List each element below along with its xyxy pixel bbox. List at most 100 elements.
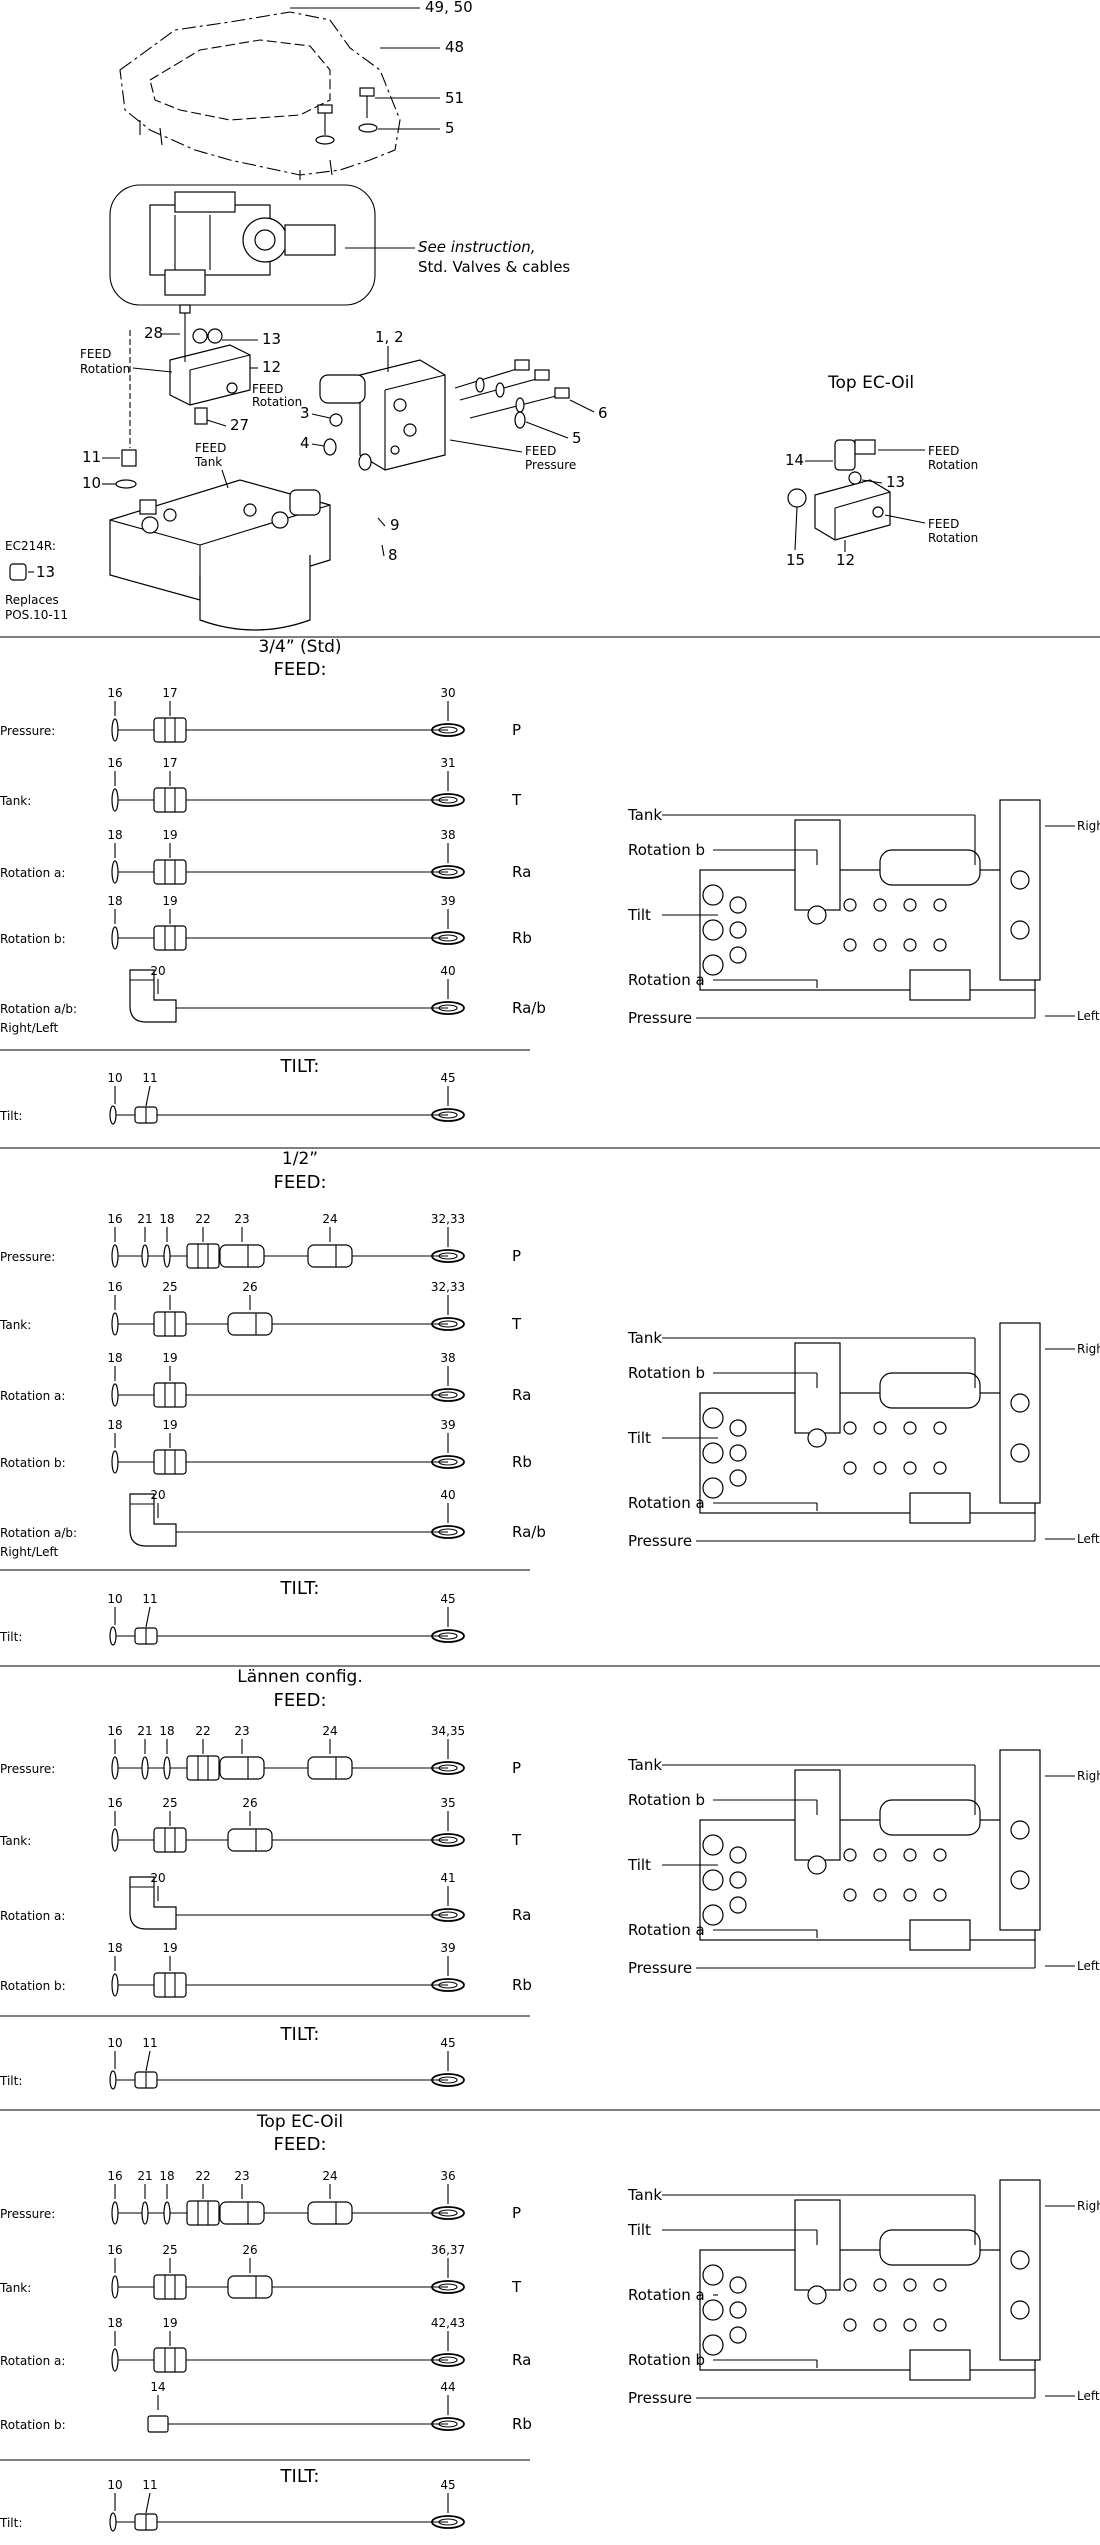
num-12: 12 — [262, 358, 281, 376]
row-label: Rotation b: — [0, 1456, 66, 1470]
tilt-heading: TILT: — [280, 1056, 320, 1077]
rotation-block — [169, 304, 251, 425]
part-number: 11 — [142, 2036, 157, 2050]
num-8: 8 — [388, 546, 398, 564]
row-label: Rotation b: — [0, 1979, 66, 1993]
r-feed1-label-2: Rotation — [928, 458, 978, 472]
part-number: 16 — [107, 1280, 122, 1294]
valve-1-2 — [319, 359, 446, 471]
end-part-number: 34,35 — [431, 1724, 465, 1738]
part-number: 14 — [150, 2380, 165, 2394]
end-part-number: 39 — [440, 894, 455, 908]
valve-label: Tank — [627, 806, 662, 824]
row-label: Pressure: — [0, 1762, 55, 1776]
cover-inner — [149, 39, 331, 121]
end-part-number: 31 — [440, 756, 455, 770]
part-number: 18 — [107, 1351, 122, 1365]
end-part-number: 42,43 — [431, 2316, 465, 2330]
callout-48: 48 — [445, 38, 464, 56]
part-number: 10 — [107, 2478, 122, 2492]
valve-label: Tank — [627, 1756, 662, 1774]
valve-label: Rotation a — [628, 1921, 705, 1939]
part-number: 24 — [322, 2169, 337, 2183]
callout-49-50: 49, 50 — [425, 0, 473, 16]
port-label: Rb — [512, 2415, 532, 2433]
part-number: 16 — [107, 1212, 122, 1226]
row-label: Tilt: — [0, 2074, 22, 2088]
part-number: 20 — [150, 964, 165, 978]
row-label: Pressure: — [0, 724, 55, 738]
port-label: P — [512, 2204, 521, 2222]
end-part-number: 36,37 — [431, 2243, 465, 2257]
valve-label: Rotation a — [628, 971, 705, 989]
row-label: Tank: — [0, 794, 31, 808]
row-extra-label: Right/Left — [0, 1021, 59, 1035]
valve-label: Pressure — [628, 2389, 692, 2407]
ec214r-label: EC214R: — [5, 539, 56, 553]
feed-heading: FEED: — [273, 2134, 326, 2155]
part-number: 11 — [142, 2478, 157, 2492]
feed-heading: FEED: — [273, 659, 326, 680]
part-number: 22 — [195, 2169, 210, 2183]
tilt-heading: TILT: — [280, 2466, 320, 2487]
part-number: 18 — [159, 2169, 174, 2183]
main-block — [109, 479, 331, 631]
port-label: Ra/b — [512, 999, 546, 1017]
port-label: T — [511, 1315, 522, 1333]
valve-label: Tank — [627, 1329, 662, 1347]
part-number: 20 — [150, 1488, 165, 1502]
port-label: Rb — [512, 1976, 532, 1994]
part-number: 18 — [107, 828, 122, 842]
part-number: 16 — [107, 2243, 122, 2257]
left-label: Left — [1077, 2389, 1100, 2403]
tilt-heading: TILT: — [280, 2024, 320, 2045]
bolts-6 — [454, 359, 570, 419]
right-label: Right — [1077, 1769, 1100, 1783]
part-number: 19 — [162, 1941, 177, 1955]
end-part-number: 40 — [440, 964, 455, 978]
end-part-number: 45 — [440, 2036, 455, 2050]
right-label: Right — [1077, 819, 1100, 833]
section-title: 3/4” (Std) — [258, 637, 341, 657]
row-label: Rotation a: — [0, 1389, 65, 1403]
num-4: 4 — [300, 434, 310, 452]
instruction-text-1: See instruction, — [418, 238, 536, 256]
feed-heading: FEED: — [273, 1690, 326, 1711]
part-number: 21 — [137, 1724, 152, 1738]
end-part-number: 45 — [440, 1071, 455, 1085]
replaces-label-2: POS.10-11 — [5, 608, 68, 622]
num-27: 27 — [230, 416, 249, 434]
num-6: 6 — [598, 404, 608, 422]
row-label: Rotation a/b: — [0, 1002, 77, 1016]
left-label: Left — [1077, 1532, 1100, 1546]
part-number: 11 — [142, 1592, 157, 1606]
end-part-number: 39 — [440, 1418, 455, 1432]
part-number: 18 — [107, 894, 122, 908]
row-label: Tank: — [0, 1318, 31, 1332]
part-number: 20 — [150, 1871, 165, 1885]
valve-assembly-box — [109, 184, 376, 306]
part-number: 16 — [107, 1796, 122, 1810]
valve-label: Rotation a — [628, 1494, 705, 1512]
part-number: 24 — [322, 1724, 337, 1738]
part-number: 19 — [162, 894, 177, 908]
part-number: 10 — [107, 1071, 122, 1085]
end-part-number: 32,33 — [431, 1212, 465, 1226]
part-number: 22 — [195, 1724, 210, 1738]
replaces-label-1: Replaces — [5, 593, 59, 607]
num-13-ec214r: 13 — [36, 563, 55, 581]
valve-label: Rotation b — [628, 1364, 705, 1382]
port-label: Rb — [512, 929, 532, 947]
left-label: Left — [1077, 1009, 1100, 1023]
port-label: Ra — [512, 1906, 531, 1924]
